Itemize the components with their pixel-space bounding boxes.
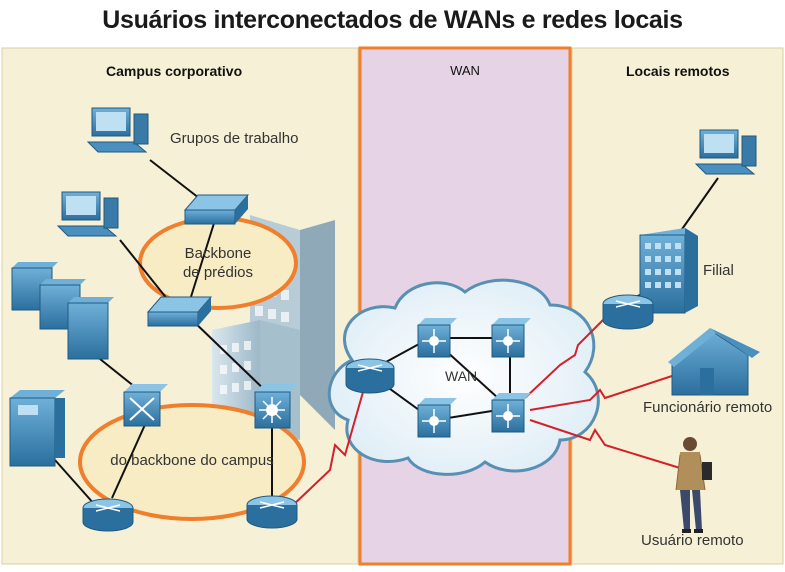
mainframe-server-icon	[9, 390, 65, 467]
section-header-wan: WAN	[450, 63, 480, 78]
workstation-icon-workgroup-1	[86, 107, 149, 153]
router-icon-wan-edge	[345, 358, 395, 394]
serial-wan-links	[289, 317, 681, 509]
campus-backbone-label: do backbone do campus	[110, 452, 274, 469]
router-icon-campus-2	[246, 495, 298, 529]
branch-label: Filial	[703, 262, 734, 279]
branch-building-icon	[639, 228, 698, 314]
teleworker-label: Funcionário remoto	[643, 399, 773, 416]
wan-cloud	[327, 278, 600, 476]
wan-switch-icon-1	[417, 318, 457, 358]
workstation-icon-branch	[694, 129, 757, 175]
workgroups-label: Grupos de trabalho	[170, 130, 299, 147]
workgroup-switch-icon-1	[183, 194, 250, 225]
remote-user-person-icon	[675, 437, 712, 533]
layer3-switch-icon-campus	[254, 384, 298, 429]
diagram-title: Usuários interconectados de WANs e redes…	[102, 6, 683, 34]
multilayer-switch-icon-campus	[123, 384, 168, 427]
router-icon-campus-1	[82, 498, 134, 532]
wan-switch-icon-2	[491, 318, 531, 358]
mobile-user-label: Usuário remoto	[641, 532, 744, 549]
wan-switch-icon-4	[491, 393, 531, 433]
section-header-remote: Locais remotos	[626, 63, 730, 79]
wan-cloud-label: WAN	[445, 368, 478, 384]
workgroup-switch-icon-2	[146, 296, 213, 327]
section-header-campus: Campus corporativo	[106, 63, 243, 79]
campus-backbone-ellipse	[78, 403, 306, 521]
building-backbone-label-line2: de prédios	[182, 264, 254, 281]
server-rack-icon	[11, 262, 114, 360]
building-backbone-label-line1: Backbone	[184, 245, 252, 262]
home-icon	[668, 328, 760, 396]
wan-switch-icon-3	[417, 398, 457, 438]
router-icon-branch	[602, 294, 654, 330]
workstation-icon-workgroup-2	[56, 191, 119, 237]
